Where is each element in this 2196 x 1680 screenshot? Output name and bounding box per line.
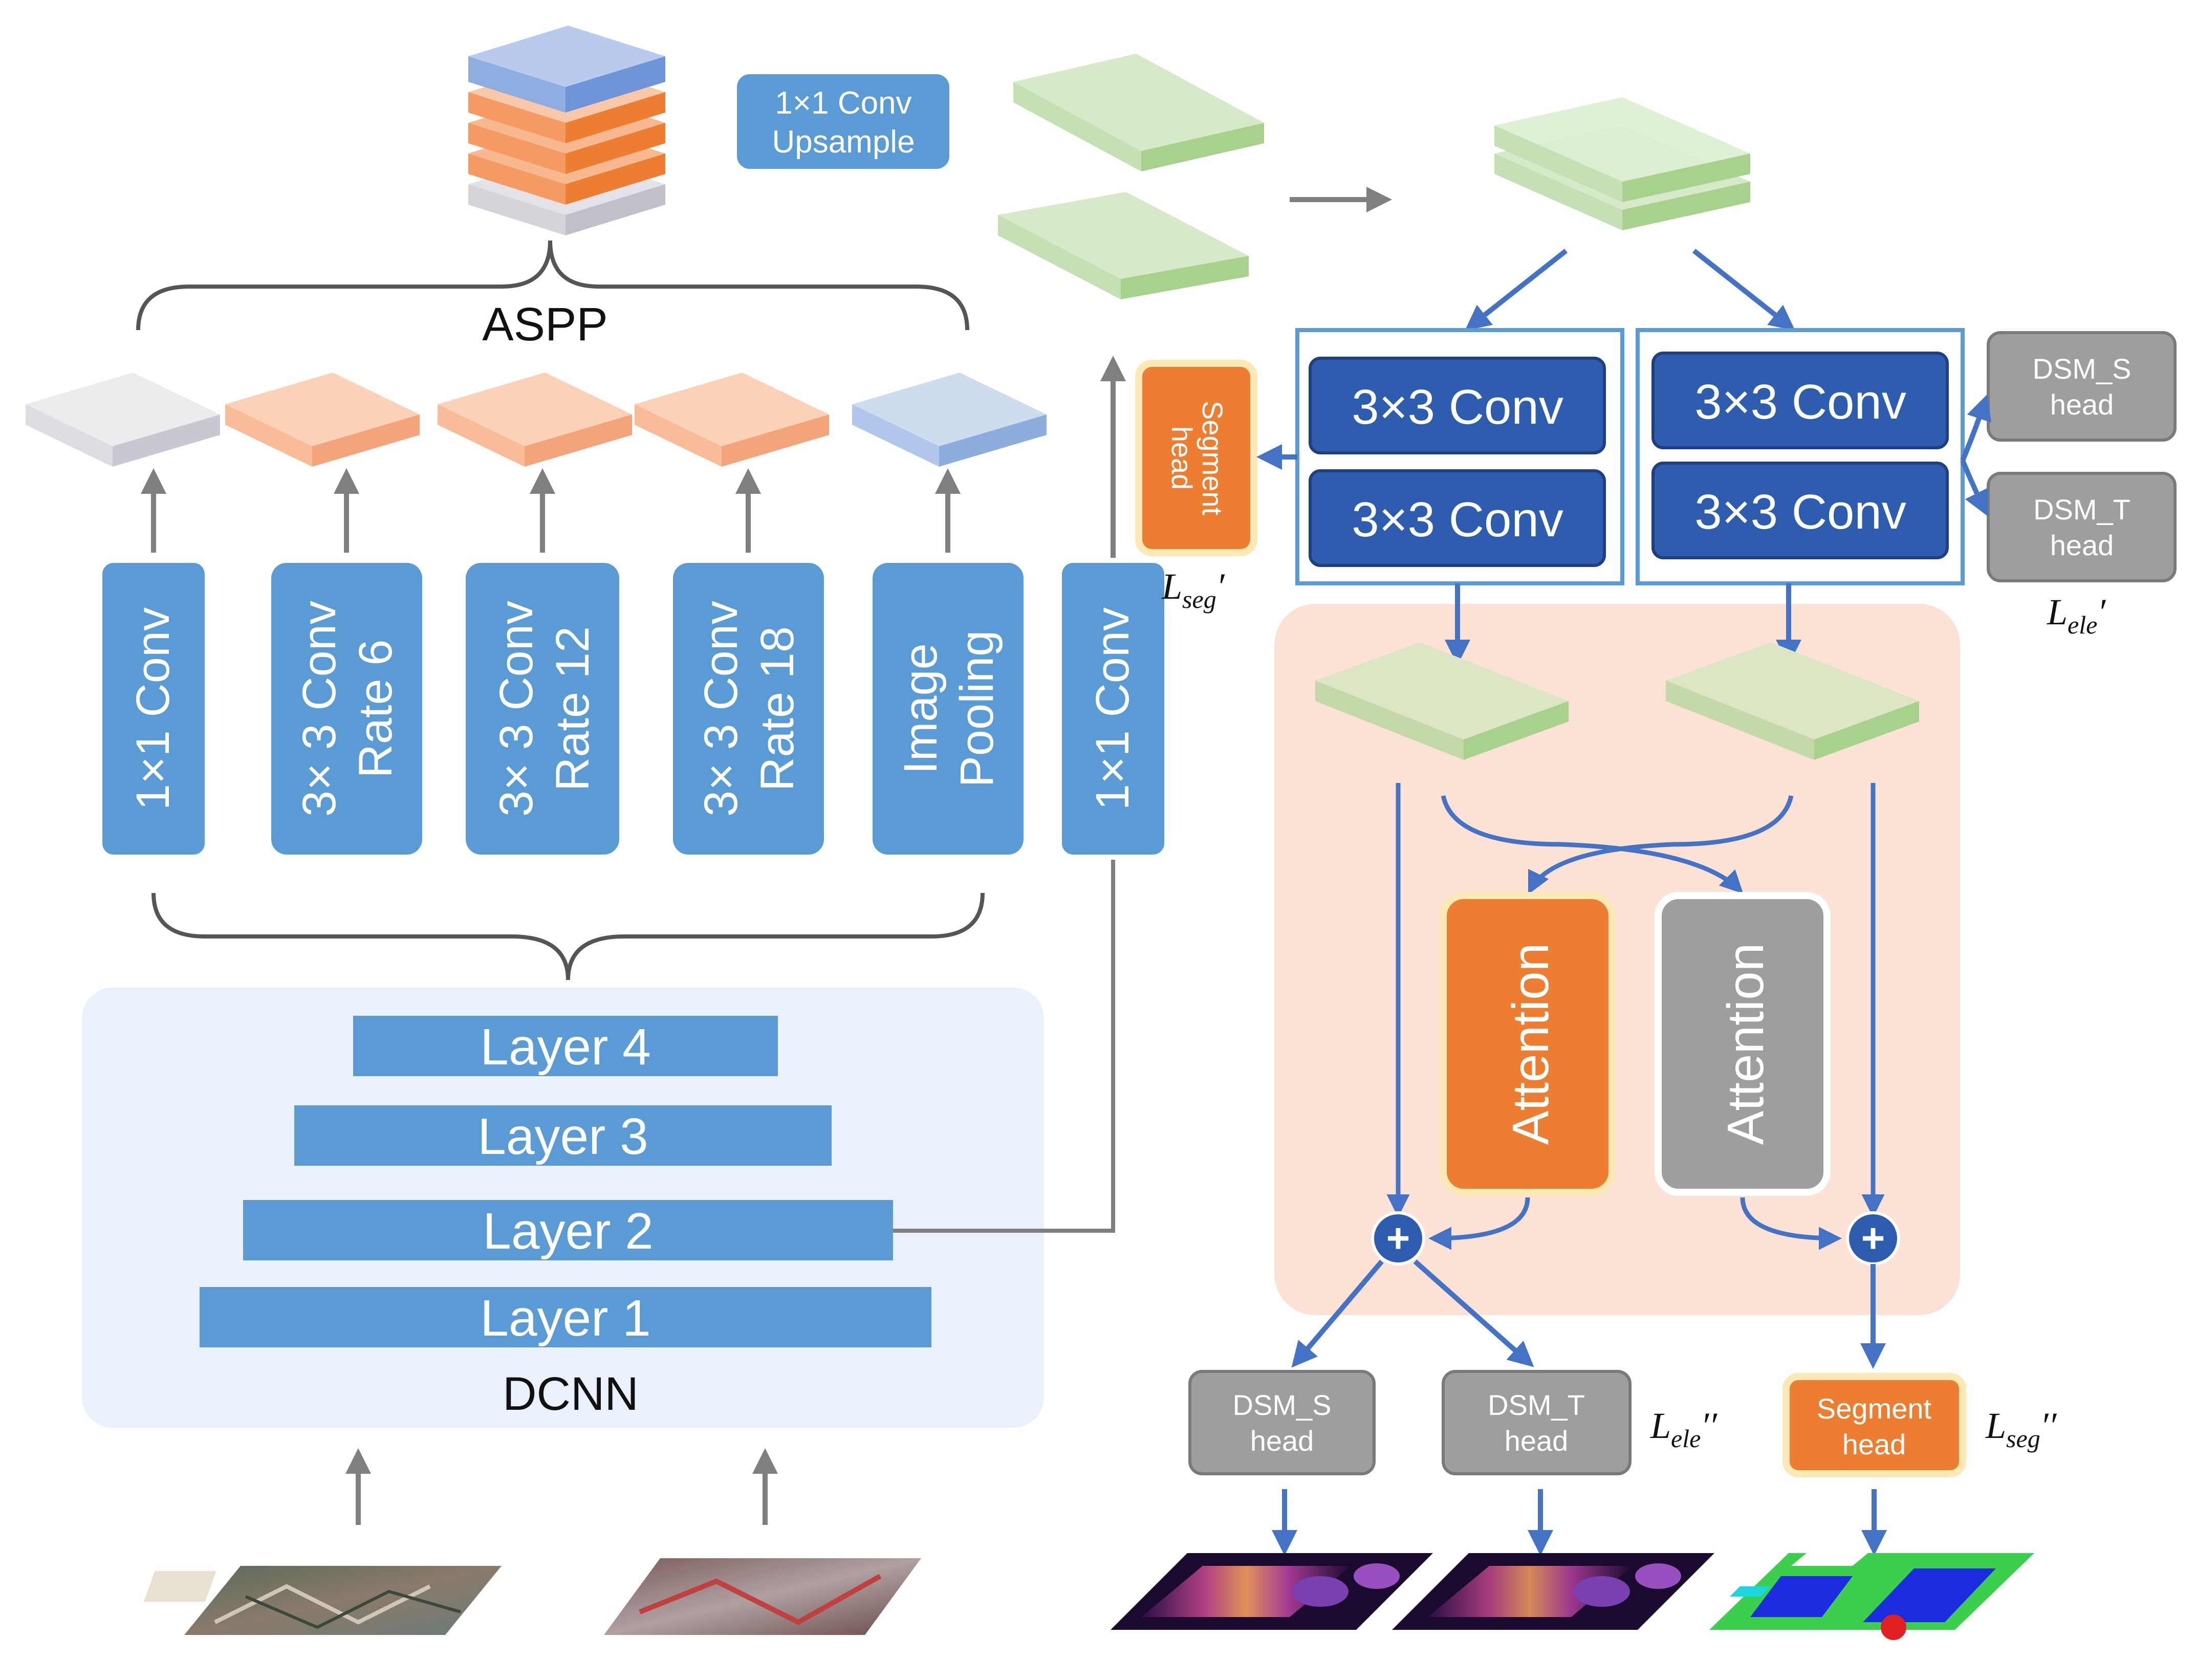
layer-1-label: Layer 1 (480, 1290, 651, 1347)
arrow-to-dsm-heads (1960, 394, 1992, 462)
svg-text:3× 3 Conv: 3× 3 Conv (490, 601, 542, 817)
add-node-left: + (1371, 1211, 1425, 1266)
svg-text:1×1 Conv: 1×1 Conv (127, 607, 179, 810)
svg-text:head: head (2050, 388, 2114, 421)
feature-slab-blue (852, 373, 1047, 467)
segment-head-final: Segment head (1782, 1373, 1966, 1477)
svg-text:DSM_S: DSM_S (2033, 353, 2132, 385)
output-segmentation-map (1709, 1553, 2034, 1640)
feature-slab-orange-3 (635, 373, 829, 467)
feature-slab-orange-2 (438, 373, 632, 467)
aspp-concat-stack (468, 26, 665, 235)
svg-text:head: head (1166, 426, 1198, 490)
dsm-t-head-aux: DSM_T head (1987, 472, 2177, 582)
svg-text:3×3 Conv: 3×3 Conv (1352, 380, 1563, 434)
aspp-brace (136, 240, 969, 331)
svg-text:+: + (1861, 1215, 1885, 1261)
svg-text:3× 3 Conv: 3× 3 Conv (293, 601, 345, 817)
svg-text:head: head (1842, 1428, 1906, 1460)
layer-2-bar (243, 1200, 893, 1260)
upsample-box: 1×1 Conv Upsample (737, 74, 949, 169)
arrow-attn-gray-to-plus (1740, 1197, 1842, 1250)
svg-text:DSM_S: DSM_S (1233, 1389, 1332, 1421)
layer-1-bar (200, 1287, 931, 1347)
attention-gray: Attention (1655, 892, 1831, 1196)
svg-text:head: head (2050, 529, 2114, 561)
output-dsm-t-map (1392, 1553, 1714, 1630)
arrow-to-dsm-t-final (1413, 1259, 1534, 1367)
split-arrow-right (1692, 249, 1795, 331)
svg-text:DSM_T: DSM_T (1488, 1389, 1585, 1421)
svg-text:Rate 18: Rate 18 (751, 626, 803, 791)
loss-seg-final: Lseg′′ (1985, 1405, 2057, 1453)
svg-text:3×3 Conv: 3×3 Conv (1694, 485, 1906, 539)
svg-text:3×3 Conv: 3×3 Conv (1352, 492, 1563, 547)
loss-ele-aux: Lele′ (2047, 592, 2106, 639)
arrow-attn-orange-to-plus (1428, 1197, 1530, 1250)
layer2-skip-path (893, 860, 1115, 1233)
branch-rate-6: 3× 3 Conv Rate 6 (271, 563, 422, 855)
svg-text:Attention: Attention (1717, 943, 1774, 1145)
arrow-to-dsm-heads-2 (1960, 460, 1988, 516)
svg-text:1×1 Conv: 1×1 Conv (775, 85, 911, 121)
svg-text:Upsample: Upsample (772, 124, 915, 160)
green-slab-upsampled (1013, 54, 1264, 171)
conv-right-bottom: 3×3 Conv (1651, 462, 1949, 559)
aspp-label: ASPP (482, 298, 607, 351)
conv-left-bottom: 3×3 Conv (1309, 469, 1606, 567)
arrow-to-dsm-s-final (1291, 1259, 1384, 1368)
attention-orange: Attention (1440, 892, 1616, 1196)
svg-text:head: head (1250, 1425, 1314, 1457)
svg-text:3× 3 Conv: 3× 3 Conv (695, 601, 747, 817)
dsm-s-head-final: DSM_S head (1188, 1370, 1376, 1475)
green-slab-concat (1494, 97, 1750, 230)
green-slab-seg-feature (1315, 642, 1569, 760)
svg-text:+: + (1386, 1215, 1410, 1261)
skip-1x1-conv: 1×1 Conv (1062, 563, 1164, 855)
cross-arrow-to-gray (1441, 795, 1744, 894)
svg-text:3×3 Conv: 3×3 Conv (1694, 375, 1906, 429)
dsm-t-head-final: DSM_T head (1442, 1370, 1632, 1475)
input-image-optical (184, 1566, 502, 1635)
branch-rate-12: 3× 3 Conv Rate 12 (466, 563, 619, 855)
svg-text:Pooling: Pooling (951, 630, 1003, 788)
layer-4-bar (353, 1016, 778, 1076)
svg-text:Attention: Attention (1502, 943, 1559, 1145)
svg-text:1×1 Conv: 1×1 Conv (1086, 607, 1139, 810)
conv-right-top: 3×3 Conv (1651, 352, 1949, 449)
layer-2-label: Layer 2 (483, 1203, 654, 1260)
branch-image-pooling: Image Pooling (873, 563, 1024, 855)
feature-slab-gray (26, 373, 220, 467)
input-image-dsm (143, 1558, 921, 1635)
layer-3-label: Layer 3 (477, 1108, 648, 1165)
output-dsm-s-map (1111, 1553, 1433, 1630)
svg-text:Image: Image (895, 643, 947, 774)
cross-arrow-to-orange (1528, 795, 1794, 895)
add-node-right: + (1846, 1211, 1900, 1266)
feature-slab-orange-1 (225, 373, 420, 467)
loss-ele-final: Lele′′ (1650, 1405, 1717, 1453)
svg-text:Rate 6: Rate 6 (350, 639, 402, 778)
branch-1x1-conv: 1×1 Conv (102, 563, 205, 855)
layer-3-bar (294, 1105, 832, 1166)
svg-text:head: head (1505, 1425, 1569, 1457)
split-arrow-left (1465, 249, 1568, 331)
green-slab-skip (998, 192, 1249, 299)
dcnn-label: DCNN (503, 1368, 639, 1420)
loss-seg-aux: Lseg′ (1161, 566, 1225, 614)
green-slab-ele-feature (1666, 642, 1919, 760)
lower-brace (151, 892, 985, 980)
svg-text:Rate 12: Rate 12 (547, 626, 599, 791)
segment-head-aux: Segment head (1135, 360, 1257, 556)
svg-text:DSM_T: DSM_T (2033, 493, 2130, 526)
conv-left-top: 3×3 Conv (1309, 357, 1606, 454)
svg-text:Segment: Segment (1197, 401, 1229, 516)
svg-text:Segment: Segment (1817, 1392, 1932, 1425)
branch-rate-18: 3× 3 Conv Rate 18 (673, 563, 824, 855)
layer-4-label: Layer 4 (480, 1018, 651, 1076)
dsm-s-head-aux: DSM_S head (1987, 331, 2177, 442)
